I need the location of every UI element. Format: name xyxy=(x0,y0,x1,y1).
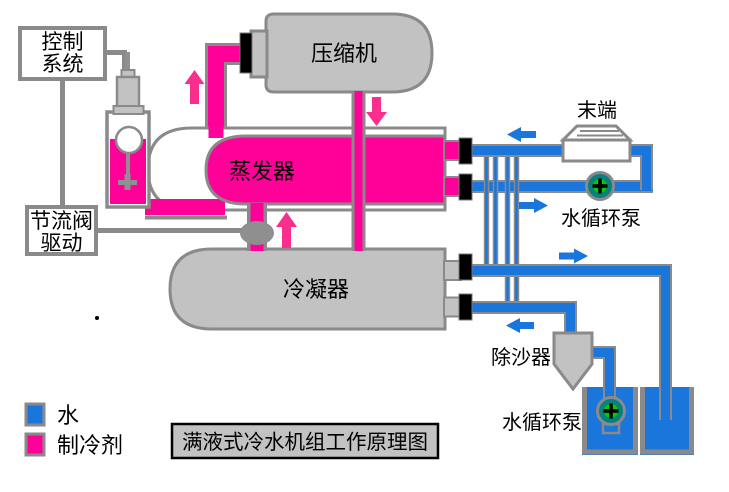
valve-plug xyxy=(124,174,131,190)
float-valve-assembly xyxy=(105,52,151,209)
legend: 水 制冷剂 xyxy=(24,402,123,459)
compressor-connector-bar xyxy=(239,32,253,74)
cooling-water-out-pipe xyxy=(472,264,672,420)
tank-walls xyxy=(640,387,694,455)
terminal-front-face xyxy=(561,138,632,163)
suction-pipe xyxy=(205,43,240,132)
throttle-drive-label-line1: 节流阀 xyxy=(30,209,93,233)
water-left-arrow-icon xyxy=(506,318,534,333)
actuator-cylinder xyxy=(115,75,141,110)
water-right-arrow-icon xyxy=(519,198,548,213)
evaporator xyxy=(145,126,447,220)
chilled-water-pump-icon xyxy=(585,171,615,201)
legend-water-label: 水 xyxy=(57,404,79,429)
cooling-water-pump-icon xyxy=(596,396,626,435)
evaporator-stub-bottom xyxy=(443,176,462,197)
water-right-arrow-icon xyxy=(559,248,588,264)
evaporator-stub-top xyxy=(443,140,462,161)
evaporator-label: 蒸发器 xyxy=(229,160,295,185)
legend-refrigerant-swatch xyxy=(24,432,46,457)
condenser-label: 冷凝器 xyxy=(283,278,349,303)
cooling-water-back-pipe xyxy=(472,301,577,337)
diagram-title: 满液式冷水机组工作原理图 xyxy=(182,430,428,454)
refrigerant-up-arrow-icon xyxy=(276,212,297,248)
condenser-connector-bar-top xyxy=(458,253,473,281)
condenser-shell xyxy=(168,247,447,331)
suction-opening xyxy=(208,126,224,138)
condenser-stub-bottom xyxy=(443,296,462,318)
compressor-label: 压缩机 xyxy=(311,42,377,67)
terminal-label: 末端 xyxy=(577,98,617,122)
actuator-base xyxy=(112,105,145,115)
evaporator-connector-bar-top xyxy=(458,137,473,165)
float-chamber-liquid-link xyxy=(145,199,225,215)
box-frame xyxy=(25,205,98,256)
legend-refrigerant-label: 制冷剂 xyxy=(57,434,123,459)
evaporator-connector-bar-bottom xyxy=(458,173,473,201)
condenser-connector-bar-bottom xyxy=(458,293,473,321)
pipe-core xyxy=(208,46,240,132)
pipe-core xyxy=(589,348,614,403)
float-stem xyxy=(126,152,130,180)
box-frame xyxy=(18,26,107,81)
pump-cross-v xyxy=(598,178,602,194)
pump-cross-v xyxy=(609,403,613,419)
terminal-top-face xyxy=(559,124,634,142)
control-system-box: 控制 系统 xyxy=(18,26,107,81)
condenser-stub-top xyxy=(443,260,462,281)
throttle-drive-box: 节流阀 驱动 xyxy=(25,205,98,256)
chilled-water-supply-pipe xyxy=(472,144,653,190)
control-system-label-line2: 系统 xyxy=(42,52,84,76)
compressor-body xyxy=(264,12,434,94)
title-frame xyxy=(170,422,440,460)
crossover-riser-pipes xyxy=(483,157,520,309)
title-box: 满液式冷水机组工作原理图 xyxy=(170,422,440,460)
float-ball xyxy=(114,125,144,155)
cooling-water-pump-label: 水循环泵 xyxy=(502,410,582,434)
pipe-core xyxy=(472,303,575,337)
refrigerant-up-arrow-icon xyxy=(184,70,205,104)
stray-mark-dot xyxy=(95,316,99,320)
sand-remover-funnel xyxy=(552,331,594,392)
throttle-valve-icon xyxy=(240,221,274,245)
terminal-unit xyxy=(559,124,634,163)
evaporator-refrigerant-body xyxy=(204,134,447,206)
refrigerant-down-arrow-icon xyxy=(366,97,387,126)
control-system-label-line1: 控制 xyxy=(42,30,84,54)
tank-walls xyxy=(582,387,638,455)
legend-water-swatch xyxy=(24,402,46,427)
water-left-arrow-icon xyxy=(507,127,536,142)
pipe-core xyxy=(472,146,651,190)
actuator-stem xyxy=(125,52,130,72)
compressor-inlet-stub xyxy=(249,29,269,79)
throttle-drive-label-line2: 驱动 xyxy=(41,231,83,255)
chilled-water-pump-label: 水循环泵 xyxy=(561,206,641,230)
pipe-core xyxy=(472,266,670,420)
sand-remover-label: 除沙器 xyxy=(491,345,551,369)
sand-remover-outlet-pipe xyxy=(589,346,616,403)
